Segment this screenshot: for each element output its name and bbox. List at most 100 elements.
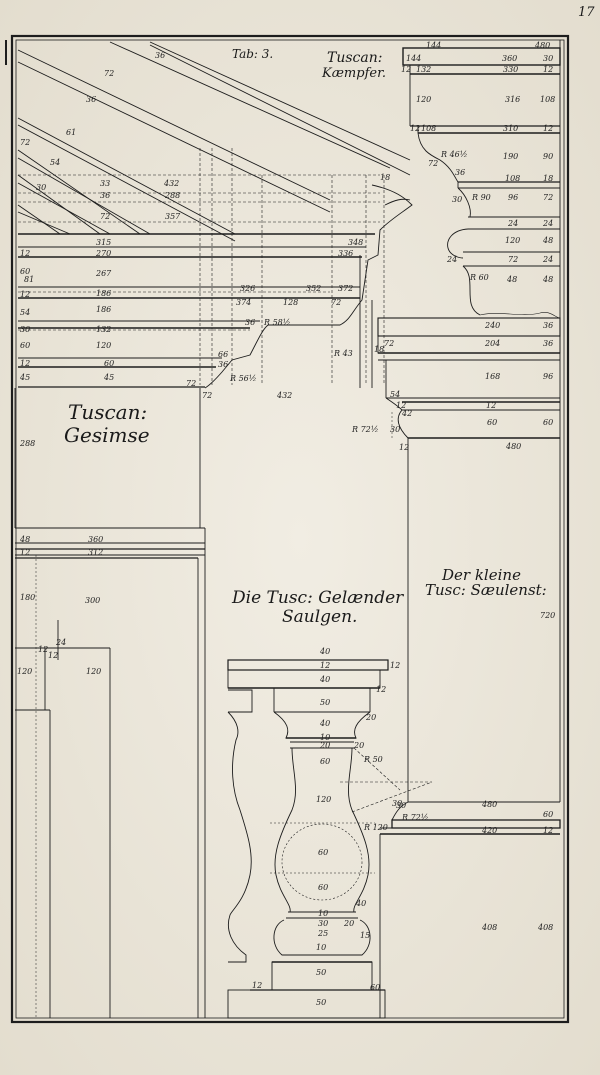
- dim-label: 18: [543, 174, 553, 183]
- dim-label: 12: [486, 401, 496, 410]
- dim-label: 72: [508, 255, 518, 264]
- dim-label: 108: [540, 95, 555, 104]
- dim-label: 72: [428, 159, 438, 168]
- dim-label: 72: [20, 138, 30, 147]
- dim-label: 310: [503, 124, 518, 133]
- dim-label: 18: [374, 345, 384, 354]
- dim-label: R 56½: [229, 374, 257, 383]
- dim-label: 60: [487, 418, 497, 427]
- dim-label: 72: [100, 212, 110, 221]
- dim-label: 50: [316, 998, 326, 1007]
- dim-label: 352: [306, 284, 321, 293]
- dim-label: 120: [416, 95, 431, 104]
- dim-label: R 43: [333, 349, 353, 358]
- dim-label: 60: [543, 418, 553, 427]
- dim-label: R 46½: [440, 150, 468, 159]
- dim-label: 30: [452, 195, 462, 204]
- dim-label: 357: [165, 212, 181, 221]
- dim-label: 12: [20, 290, 30, 299]
- dim-label: 96: [543, 372, 553, 381]
- dim-label: 288: [19, 439, 35, 448]
- dim-label: R 50: [363, 755, 383, 764]
- pilaster-title-line2: Tusc: Sæulenst:: [425, 581, 547, 599]
- dim-label: 61: [66, 128, 76, 137]
- dim-label: 144: [426, 41, 441, 50]
- dim-label: 12: [38, 645, 48, 654]
- dim-label: 50: [316, 968, 326, 977]
- dim-label: 12: [20, 359, 30, 368]
- dim-label: 190: [503, 152, 518, 161]
- dim-label: 132: [416, 65, 431, 74]
- dim-label: 24: [542, 219, 553, 228]
- dim-label: 720: [540, 611, 555, 620]
- kaempfer-profile: [402, 40, 561, 319]
- dim-label: 36: [218, 360, 228, 369]
- dim-label: 12: [252, 981, 262, 990]
- dim-label: 12: [543, 65, 553, 74]
- dim-label: 72: [331, 298, 341, 307]
- dim-label: 60: [20, 341, 30, 350]
- dim-label: 42: [401, 409, 412, 418]
- kaempfer-title-line1: Tuscan:: [327, 50, 382, 66]
- dim-label: 12: [410, 124, 420, 133]
- dim-label: 204: [484, 339, 500, 348]
- dim-label: 36: [155, 51, 165, 60]
- dim-label: 40: [319, 647, 330, 656]
- dim-label: R 72½: [401, 813, 429, 822]
- dim-label: 30: [392, 799, 402, 808]
- gesimse-title-line2: Gesimse: [64, 423, 150, 447]
- cornice-right-dimensions: 240 36 72 204 36 R 43 18 168 96 54 12 42…: [333, 321, 553, 452]
- dim-label: 81: [24, 275, 34, 284]
- dim-label: 432: [163, 179, 179, 188]
- dim-label: 480: [534, 41, 550, 50]
- dim-label: 10: [320, 733, 330, 742]
- dim-label: 480: [481, 800, 497, 809]
- dim-label: 36: [543, 339, 553, 348]
- dim-label: 20: [343, 919, 354, 928]
- dim-label: 108: [505, 174, 520, 183]
- dim-label: 72: [202, 391, 212, 400]
- dim-label: 72: [384, 339, 394, 348]
- dim-label: 30: [36, 183, 46, 192]
- lower-left-dimensions: 48 360 12 312 180 300 12 24 120 120 12: [17, 535, 103, 676]
- plate-label: Tab: 3.: [232, 47, 273, 61]
- dim-label: 66: [218, 350, 228, 359]
- cornice-right-block: [377, 317, 561, 802]
- dim-label: 120: [86, 667, 101, 676]
- dim-label: R 60: [469, 273, 489, 282]
- dim-label: R 90: [471, 193, 491, 202]
- dim-label: 60: [20, 267, 30, 276]
- dim-label: 15: [360, 931, 370, 940]
- dim-label: 60: [318, 848, 328, 857]
- dim-label: 12: [543, 124, 553, 133]
- dim-label: 72: [186, 379, 196, 388]
- dim-label: 186: [96, 289, 111, 298]
- dim-label: 315: [96, 238, 111, 247]
- dim-label: 12: [399, 443, 409, 452]
- dim-label: 30: [390, 425, 400, 434]
- dim-label: 24: [446, 255, 457, 264]
- pilaster-dimensions: 720 480 60 R 72½ 30 420 12 408 408: [396, 611, 555, 932]
- dim-label: 12: [20, 548, 30, 557]
- dim-label: 360: [88, 535, 103, 544]
- dim-label: 48: [542, 275, 553, 284]
- dim-label: 24: [542, 255, 553, 264]
- dim-label: 45: [19, 373, 30, 382]
- dim-label: 108: [421, 124, 436, 133]
- dim-label: 480: [505, 442, 521, 451]
- dim-label: 25: [317, 929, 328, 938]
- dim-label: 50: [320, 698, 330, 707]
- dim-label: 54: [50, 158, 60, 167]
- dim-label: 300: [85, 596, 100, 605]
- dim-label: 120: [505, 236, 520, 245]
- dim-label: 12: [543, 826, 553, 835]
- dim-label: 30: [396, 801, 406, 810]
- kaempfer-dimensions: 144 480 144 360 30 132 330 12 12 120 316…: [401, 41, 555, 284]
- dim-label: 24: [507, 219, 518, 228]
- dim-label: 36: [100, 191, 110, 200]
- dim-label: 60: [543, 810, 553, 819]
- cornice-left-dimensions: 72 36 61 54 36 72 33 432 288 357 72 30 3…: [19, 51, 390, 448]
- dim-label: 40: [319, 719, 330, 728]
- dim-label: 336: [338, 249, 353, 258]
- dim-label: 72: [543, 193, 553, 202]
